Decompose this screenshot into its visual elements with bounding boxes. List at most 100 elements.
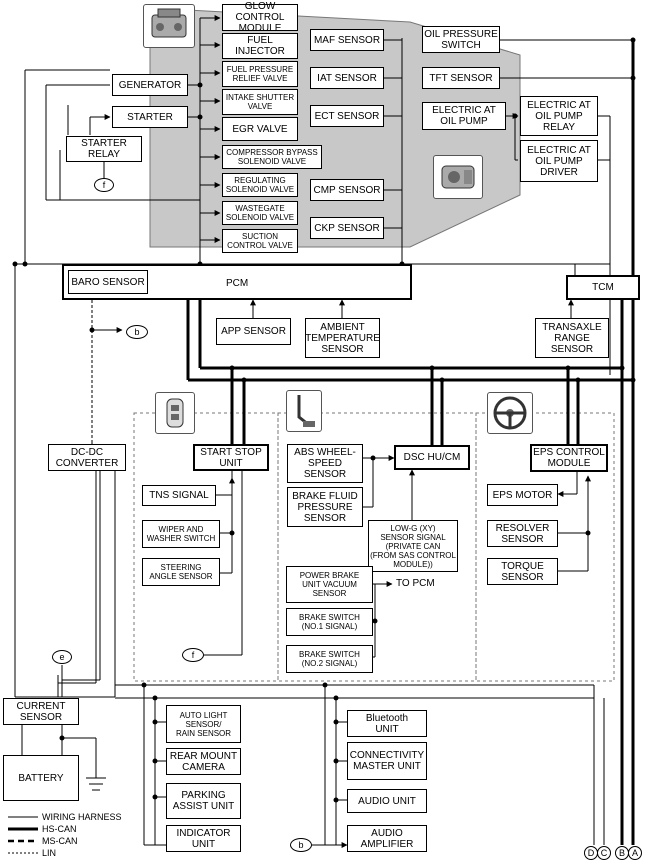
indicator-unit-box: INDICATOR UNIT <box>166 825 241 852</box>
cmp-sensor-label: CMP SENSOR <box>313 184 381 196</box>
audio-unit-box: AUDIO UNIT <box>347 789 427 813</box>
auto-light-rain-sensor-box: AUTO LIGHT SENSOR/ RAIN SENSOR <box>166 705 241 743</box>
indicator-unit-label: INDICATOR UNIT <box>176 827 231 850</box>
brake-fluid-pressure-sensor-box: BRAKE FLUID PRESSURE SENSOR <box>287 487 363 527</box>
bus-label-d: D <box>584 846 598 860</box>
egr-valve-box: EGR VALVE <box>222 117 298 141</box>
rear-mount-camera-label: REAR MOUNT CAMERA <box>169 750 238 773</box>
fuel-injector-box: FUEL INJECTOR <box>222 33 298 59</box>
dsc-hu-cm-label: DSC HU/CM <box>403 452 461 463</box>
connector-e-label: e <box>59 652 65 662</box>
ect-sensor-box: ECT SENSOR <box>310 105 384 127</box>
abs-wheel-speed-sensor-label: ABS WHEEL- SPEED SENSOR <box>294 447 356 480</box>
intake-shutter-valve-label: INTAKE SHUTTER VALVE <box>225 93 295 111</box>
rear-mount-camera-box: REAR MOUNT CAMERA <box>166 748 241 775</box>
iat-sensor-label: IAT SENSOR <box>317 72 377 84</box>
maf-sensor-label: MAF SENSOR <box>313 34 381 46</box>
connector-f-bottom: f <box>182 648 204 662</box>
oil-pressure-switch-label: OIL PRESSURE SWITCH <box>424 28 498 51</box>
wiper-washer-switch-box: WIPER AND WASHER SWITCH <box>142 520 220 548</box>
app-sensor-label: APP SENSOR <box>221 326 286 337</box>
eps-control-module-box: EPS CONTROL MODULE <box>530 444 608 472</box>
baro-sensor-label: BARO SENSOR <box>71 276 145 288</box>
eps-motor-label: EPS MOTOR <box>492 489 553 501</box>
steering-angle-sensor-label: STEERING ANGLE SENSOR <box>149 563 213 581</box>
maf-sensor-box: MAF SENSOR <box>310 29 384 51</box>
bluetooth-unit-box: Bluetooth UNIT <box>347 710 427 737</box>
suction-control-valve-label: SUCTION CONTROL VALVE <box>227 232 293 250</box>
connector-f-label: f <box>102 180 106 190</box>
brake-pedal-icon <box>286 390 322 432</box>
battery-box: BATTERY <box>3 755 79 801</box>
wiper-washer-switch-label: WIPER AND WASHER SWITCH <box>146 525 216 543</box>
electric-at-oil-pump-label: ELECTRIC AT OIL PUMP <box>432 105 496 127</box>
compressor-bypass-solenoid-box: COMPRESSOR BYPASS SOLENOID VALVE <box>222 145 322 169</box>
resolver-sensor-label: RESOLVER SENSOR <box>495 522 550 545</box>
ambient-temperature-sensor-label: AMBIENT TEMPERATURE SENSOR <box>305 321 380 355</box>
fuel-pressure-relief-valve-label: FUEL PRESSURE RELIEF VALVE <box>226 65 294 83</box>
bluetooth-unit-label: Bluetooth UNIT <box>365 712 409 735</box>
generator-box: GENERATOR <box>112 74 188 96</box>
parking-assist-unit-box: PARKING ASSIST UNIT <box>166 783 241 819</box>
low-g-sensor-signal-label: LOW-G (XY) SENSOR SIGNAL (PRIVATE CAN (F… <box>370 523 456 569</box>
ckp-sensor-box: CKP SENSOR <box>310 217 384 239</box>
audio-amplifier-box: AUDIO AMPLIFIER <box>347 825 427 852</box>
connector-f-top: f <box>94 178 114 192</box>
wastegate-solenoid-box: WASTEGATE SOLENOID VALVE <box>222 201 298 225</box>
connector-f-label: f <box>191 650 195 660</box>
electric-at-oil-pump-box: ELECTRIC AT OIL PUMP <box>422 102 506 130</box>
eps-motor-box: EPS MOTOR <box>487 484 558 506</box>
tcm-box: TCM <box>566 275 640 300</box>
iat-sensor-box: IAT SENSOR <box>310 67 384 89</box>
bus-c-text: C <box>600 848 608 858</box>
current-sensor-box: CURRENT SENSOR <box>3 698 79 725</box>
brake-switch-1-label: BRAKE SWITCH (NO.1 SIGNAL) <box>299 613 360 631</box>
connector-b-upper: b <box>126 325 148 339</box>
steering-wheel-icon <box>487 392 533 434</box>
tft-sensor-box: TFT SENSOR <box>422 67 500 89</box>
steering-angle-sensor-box: STEERING ANGLE SENSOR <box>142 558 220 586</box>
transaxle-range-sensor-label: TRANSAXLE RANGE SENSOR <box>542 321 602 355</box>
tns-signal-box: TNS SIGNAL <box>142 485 216 506</box>
ckp-sensor-label: CKP SENSOR <box>314 222 380 234</box>
ect-sensor-label: ECT SENSOR <box>314 110 380 122</box>
generator-label: GENERATOR <box>118 79 182 91</box>
transmission-icon <box>433 155 483 199</box>
cmp-sensor-box: CMP SENSOR <box>310 179 384 201</box>
brake-fluid-pressure-sensor-label: BRAKE FLUID PRESSURE SENSOR <box>292 490 358 524</box>
connectivity-master-unit-label: CONNECTIVITY MASTER UNIT <box>349 750 425 772</box>
start-stop-unit-label: START STOP UNIT <box>200 446 262 469</box>
starter-relay-box: STARTER RELAY <box>66 136 142 162</box>
power-brake-unit-vacuum-sensor-box: POWER BRAKE UNIT VACUUM SENSOR <box>286 566 373 603</box>
legend-lin: LIN <box>42 848 57 858</box>
bus-d-text: D <box>587 848 595 858</box>
parking-assist-unit-label: PARKING ASSIST UNIT <box>172 790 235 812</box>
resolver-sensor-box: RESOLVER SENSOR <box>487 520 558 547</box>
dc-dc-converter-label: DC-DC CONVERTER <box>55 446 119 469</box>
tns-signal-label: TNS SIGNAL <box>149 490 209 501</box>
intake-shutter-valve-box: INTAKE SHUTTER VALVE <box>222 89 298 115</box>
suction-control-valve-box: SUCTION CONTROL VALVE <box>222 229 298 253</box>
regulating-solenoid-label: REGULATING SOLENOID VALVE <box>225 176 295 194</box>
key-fob-icon <box>155 392 195 434</box>
starter-label: STARTER <box>127 111 173 123</box>
eps-control-module-label: EPS CONTROL MODULE <box>533 447 605 469</box>
regulating-solenoid-box: REGULATING SOLENOID VALVE <box>222 173 298 197</box>
current-sensor-label: CURRENT SENSOR <box>16 700 66 723</box>
starter-relay-label: STARTER RELAY <box>81 138 127 160</box>
legend-wiring-harness: WIRING HARNESS <box>42 812 122 822</box>
audio-amplifier-label: AUDIO AMPLIFIER <box>360 827 414 850</box>
auto-light-rain-sensor-label: AUTO LIGHT SENSOR/ RAIN SENSOR <box>175 710 232 738</box>
fuel-injector-label: FUEL INJECTOR <box>235 35 285 57</box>
pcm-box: BARO SENSOR PCM <box>62 264 412 300</box>
fuel-pressure-relief-valve-box: FUEL PRESSURE RELIEF VALVE <box>222 61 298 87</box>
start-stop-unit-box: START STOP UNIT <box>193 444 269 471</box>
bus-b-text: B <box>618 848 625 858</box>
legend-ms-can: MS-CAN <box>42 836 78 846</box>
oil-pressure-switch-box: OIL PRESSURE SWITCH <box>422 26 500 53</box>
electric-at-oil-pump-relay-label: ELECTRIC AT OIL PUMP RELAY <box>527 99 591 133</box>
tft-sensor-label: TFT SENSOR <box>429 72 493 84</box>
abs-wheel-speed-sensor-box: ABS WHEEL- SPEED SENSOR <box>287 444 363 483</box>
starter-box: STARTER <box>112 106 188 128</box>
